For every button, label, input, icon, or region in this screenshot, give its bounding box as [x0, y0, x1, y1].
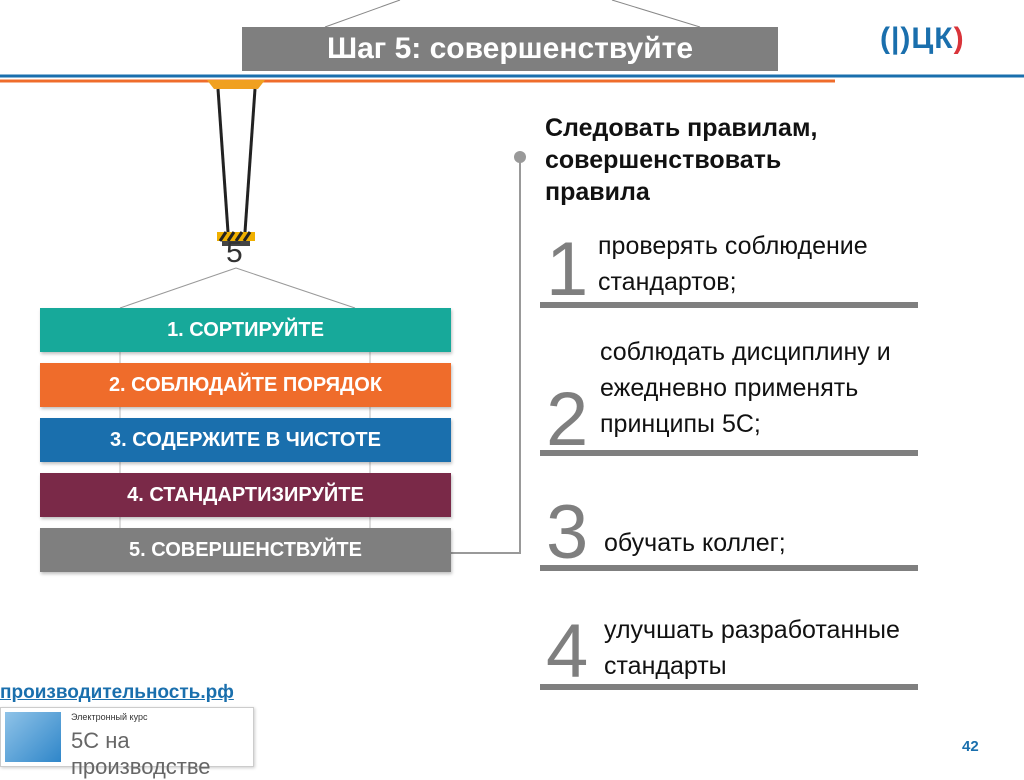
item-number: 1	[546, 227, 589, 312]
list-item: 2 соблюдать дисциплину и ежедневно приме…	[540, 332, 918, 462]
item-text: проверять соблюдение стандартов;	[598, 232, 868, 296]
list-item: 1 проверять соблюдение стандартов;	[540, 222, 918, 308]
step-bar-4: 4. СТАНДАРТИЗИРУЙТЕ	[40, 473, 451, 517]
website-link[interactable]: производительность.рф	[0, 682, 234, 703]
slide-title: Шаг 5: совершенствуйте	[242, 27, 778, 71]
item-number: 3	[546, 490, 589, 575]
course-label: Электронный курс	[71, 712, 148, 722]
item-text: обучать коллег;	[604, 529, 786, 557]
logo: (|)ЦК)	[880, 22, 965, 55]
step-bar-1: 1. СОРТИРУЙТЕ	[40, 308, 451, 352]
step-bar-3: 3. СОДЕРЖИТЕ В ЧИСТОТЕ	[40, 418, 451, 462]
course-title: 5С на производстве	[71, 728, 211, 779]
course-card[interactable]: Электронный курс 5С на производстве	[0, 707, 254, 779]
item-number: 4	[546, 609, 589, 694]
section-heading: Следовать правилам, совершенствовать пра…	[545, 114, 818, 206]
crane-hook-icon	[207, 80, 265, 246]
item-number: 2	[546, 377, 589, 462]
connector-line	[451, 157, 521, 554]
item-text: улучшать разработанные стандарты	[604, 616, 900, 680]
item-text: соблюдать дисциплину и ежедневно применя…	[600, 338, 891, 438]
list-item: 3 обучать коллег;	[540, 495, 918, 571]
connector-dot	[514, 151, 526, 163]
list-item: 4 улучшать разработанные стандарты	[540, 610, 918, 690]
page-number: 42	[962, 738, 979, 755]
course-image	[5, 712, 61, 762]
step-bar-2: 2. СОБЛЮДАЙТЕ ПОРЯДОК	[40, 363, 451, 407]
step-bar-5: 5. СОВЕРШЕНСТВУЙТЕ	[40, 528, 451, 572]
hook-label: 5	[226, 236, 243, 269]
